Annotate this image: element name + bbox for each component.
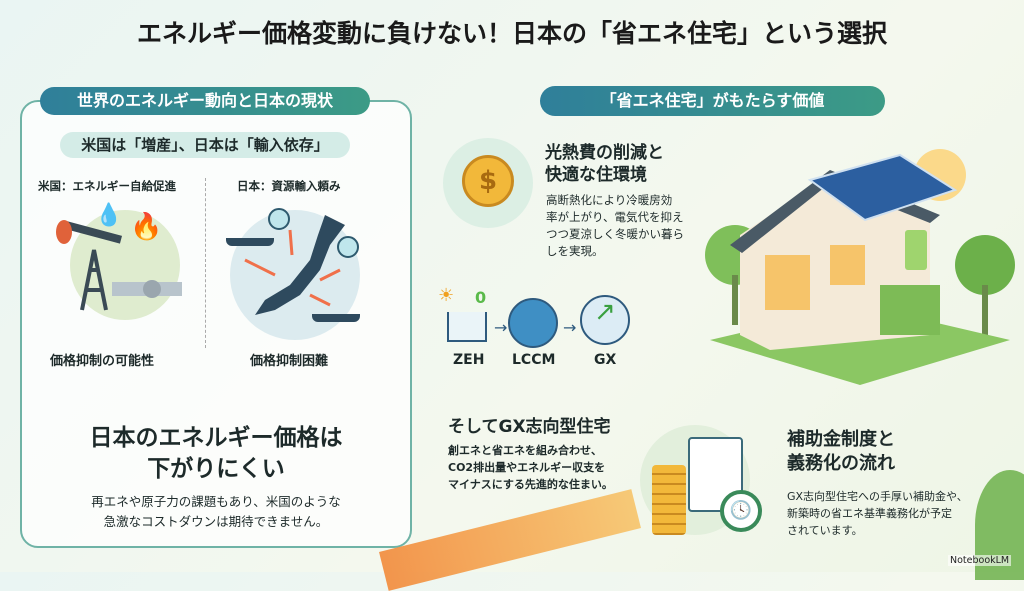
- cargo-ship-icon: [312, 314, 360, 322]
- benefit-title: 光熱費の削減と 快適な住環境: [545, 142, 664, 186]
- us-label: 米国：エネルギー自給促進: [38, 179, 176, 193]
- body-line: 高断熱化により冷暖房効: [546, 193, 673, 207]
- left-headline: 日本のエネルギー価格は 下がりにくい: [20, 423, 412, 485]
- body-line: されています。: [787, 524, 863, 537]
- notebooklm-watermark: NotebookLM: [948, 555, 1012, 566]
- page-title: エネルギー価格変動に負けない！日本の「省エネ住宅」という選択: [136, 19, 887, 48]
- water-drop-icon: 💧: [95, 203, 123, 228]
- benefit-body: 高断熱化により冷暖房効 率が上がり、電気代を抑え つつ夏涼しく冬暖かい暮ら しを…: [546, 192, 684, 260]
- step-lccm: LCCM: [512, 352, 556, 368]
- japan-caption: 価格抑制困難: [250, 354, 329, 369]
- gx-title: そしてGX志向型住宅: [448, 417, 611, 437]
- oil-pump-icon: [56, 210, 182, 320]
- subsidy-title: 補助金制度と 義務化の流れ: [787, 428, 895, 476]
- body-line: つつ夏涼しく冬暖かい暮ら: [546, 227, 684, 241]
- flame-icon: 🔥: [130, 212, 163, 242]
- globe-icon: [337, 236, 359, 258]
- left-header: 世界のエネルギー動向と日本の現状: [40, 87, 370, 115]
- growth-chart-icon: ↗: [580, 295, 630, 345]
- zero-badge: 0: [475, 288, 487, 307]
- step-zeh: ZEH: [453, 352, 485, 368]
- left-panel: [20, 100, 412, 548]
- japan-label: 日本：資源輸入頼み: [237, 179, 341, 193]
- clock-icon: 🕓: [720, 490, 762, 532]
- body-line: 急激なコストダウンは期待できません。: [103, 514, 329, 529]
- headline-line: 日本のエネルギー価格は: [89, 425, 343, 451]
- road-path: [379, 489, 641, 591]
- title-line: 補助金制度と: [787, 429, 895, 450]
- globe-icon: [268, 208, 290, 230]
- subsidy-body: GX志向型住宅への手厚い補助金や、 新築時の省エネ基準義務化が予定 されています…: [787, 488, 968, 539]
- body-line: CO2排出量やエネルギー収支を: [448, 461, 606, 474]
- divider: [205, 178, 206, 348]
- step-gx: GX: [594, 352, 617, 368]
- body-line: 率が上がり、電気代を抑え: [546, 210, 684, 224]
- house-icon: [447, 312, 487, 342]
- us-caption: 価格抑制の可能性: [50, 354, 155, 369]
- arrow-icon: →: [494, 318, 508, 337]
- earth-leaf-icon: [508, 298, 558, 348]
- left-subheader: 米国は「増産」、日本は「輸入依存」: [60, 132, 350, 158]
- title-line: 義務化の流れ: [787, 453, 895, 474]
- coin-stack-icon: [652, 465, 686, 535]
- body-line: GX志向型住宅への手厚い補助金や、: [787, 490, 968, 503]
- body-line: しを実現。: [546, 244, 604, 258]
- cargo-ship-icon: [226, 238, 274, 246]
- body-line: マイナスにする先進的な住まい。: [448, 478, 613, 491]
- body-line: 創エネと省エネを組み合わせ、: [448, 444, 602, 457]
- body-line: 新築時の省エネ基準義務化が予定: [787, 507, 952, 520]
- title-line: 快適な住環境: [545, 165, 647, 185]
- left-body: 再エネや原子力の課題もあり、米国のような 急激なコストダウンは期待できません。: [20, 492, 412, 532]
- headline-line: 下がりにくい: [147, 456, 285, 482]
- eco-house-illustration: [700, 135, 1020, 385]
- body-line: 再エネや原子力の課題もあり、米国のような: [91, 494, 341, 509]
- title-line: 光熱費の削減と: [545, 143, 664, 163]
- right-header: 「省エネ住宅」がもたらす価値: [540, 86, 885, 116]
- arrow-icon: →: [563, 318, 577, 337]
- sun-icon: ☀: [438, 285, 455, 306]
- gx-body: 創エネと省エネを組み合わせ、 CO2排出量やエネルギー収支を マイナスにする先進…: [448, 442, 613, 493]
- dollar-coin-icon: $: [462, 155, 514, 207]
